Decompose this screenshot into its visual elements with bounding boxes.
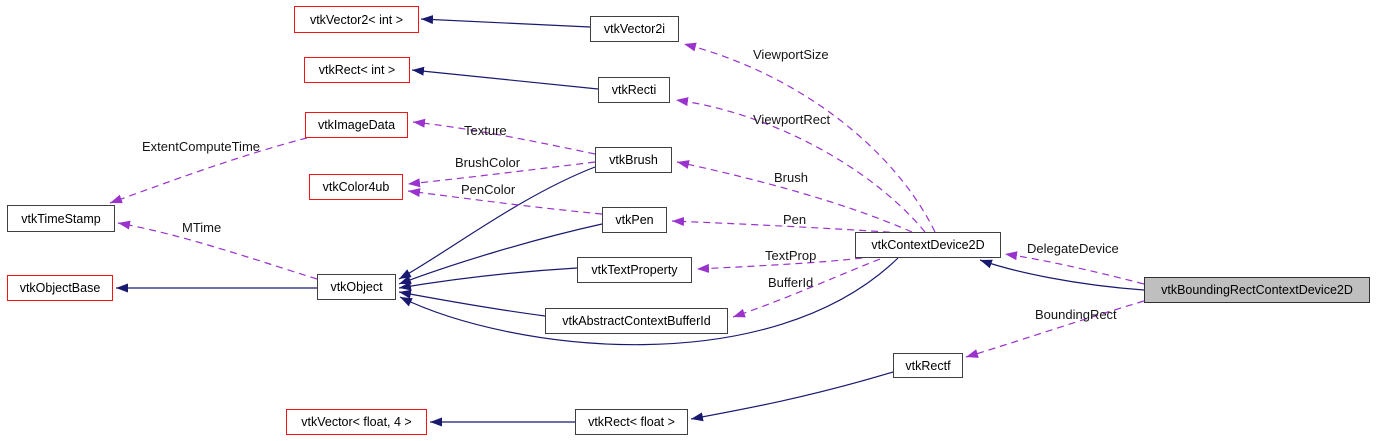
- edge-label-pencolor: PenColor: [461, 182, 516, 197]
- node-label: vtkVector2i: [603, 22, 666, 36]
- node-label: vtkRect< float >: [588, 415, 675, 429]
- node-vtkTextProperty[interactable]: vtkTextProperty: [577, 257, 692, 283]
- node-vtkBoundingRectContextDevice2D: vtkBoundingRectContextDevice2D: [1144, 277, 1370, 303]
- node-label: vtkVector< float, 4 >: [301, 415, 412, 429]
- edge-label-textprop: TextProp: [765, 248, 817, 263]
- node-vtkPen[interactable]: vtkPen: [602, 207, 667, 233]
- node-label: vtkBrush: [609, 153, 658, 167]
- node-label: vtkAbstractContextBufferId: [562, 314, 711, 328]
- edge-label-pen: Pen: [783, 212, 807, 227]
- node-label: vtkRectf: [905, 358, 951, 373]
- node-vtkBrush[interactable]: vtkBrush: [595, 147, 672, 173]
- node-vtkRect-int[interactable]: vtkRect< int >: [304, 57, 410, 83]
- edge-usage-pencolor: [407, 188, 603, 215]
- edge-label-brush: Brush: [774, 170, 808, 185]
- node-vtkVector2i[interactable]: vtkVector2i: [590, 16, 679, 42]
- edge-label-viewportsize: ViewportSize: [753, 47, 829, 62]
- node-label: vtkTextProperty: [591, 263, 678, 277]
- edge-usage-boundingrect: [965, 300, 1145, 358]
- edge-label-brushcolor: BrushColor: [455, 155, 521, 170]
- node-label: vtkPen: [615, 213, 654, 227]
- edge-usage-viewportsize: [683, 42, 936, 233]
- node-label: vtkRect< int >: [318, 63, 396, 77]
- edge-usage-brushcolor: [407, 161, 596, 188]
- node-label: vtkRecti: [611, 83, 657, 97]
- node-label: vtkObjectBase: [19, 281, 101, 295]
- node-vtkObjectBase[interactable]: vtkObjectBase: [7, 275, 113, 301]
- edge-inheritance-vtkPen-to-vtkObject: [398, 223, 603, 285]
- edge-label-bufferid: BufferId: [768, 275, 814, 290]
- edge-inheritance-vtkRectf-to-vtkRect-float: [690, 371, 894, 422]
- edge-usage-viewportrect: [675, 97, 926, 233]
- edge-usage-extentcomputetime: [109, 137, 308, 204]
- node-vtkTimeStamp[interactable]: vtkTimeStamp: [7, 205, 115, 232]
- node-vtkRecti[interactable]: vtkRecti: [598, 77, 670, 103]
- node-vtkColor4ub[interactable]: vtkColor4ub: [309, 174, 403, 200]
- node-label: vtkColor4ub: [322, 180, 390, 194]
- edge-usage-textprop: [696, 257, 863, 273]
- edge-inheritance-vtkBrush-to-vtkObject: [398, 166, 596, 280]
- edge-usage-brush: [676, 160, 913, 233]
- node-label: vtkVector2< int >: [309, 12, 404, 27]
- edge-inheritance-vtkVector2i-to-vtkVector2-int: [420, 15, 591, 28]
- node-label: vtkContextDevice2D: [871, 238, 985, 252]
- node-label: vtkTimeStamp: [21, 211, 101, 226]
- node-label: vtkImageData: [317, 118, 396, 132]
- edge-label-mtime: MTime: [182, 220, 222, 235]
- edge-usage-pen: [671, 217, 903, 234]
- edge-usage-mtime: [117, 220, 318, 280]
- node-vtkContextDevice2D[interactable]: vtkContextDevice2D: [855, 232, 1001, 258]
- edge-inheritance-vtkContextDevice2D-to-vtkObject: [399, 257, 899, 346]
- edge-label-viewportrect: ViewportRect: [753, 112, 831, 127]
- node-label: vtkBoundingRectContextDevice2D: [1161, 283, 1353, 297]
- node-vtkVector2-int[interactable]: vtkVector2< int >: [294, 6, 419, 33]
- node-vtkVector-float-4[interactable]: vtkVector< float, 4 >: [286, 409, 427, 435]
- edge-label-extentcomputetime: ExtentComputeTime: [142, 139, 261, 154]
- edge-label-boundingrect: BoundingRect: [1035, 307, 1117, 322]
- node-vtkObject[interactable]: vtkObject: [317, 274, 396, 300]
- edge-inheritance-vtkBoundingRectContextDevice2D-to-vtkContextDevice2D: [979, 259, 1145, 291]
- edge-inheritance-vtkTextProperty-to-vtkObject: [398, 267, 578, 291]
- node-vtkRect-float[interactable]: vtkRect< float >: [575, 409, 688, 435]
- edge-label-texture: Texture: [464, 123, 507, 138]
- edge-usage-bufferid: [732, 258, 881, 318]
- edge-inheritance-vtkAbstractContextBufferId-to-vtkObject: [398, 289, 546, 317]
- node-vtkRectf[interactable]: vtkRectf: [893, 353, 963, 378]
- node-label: vtkObject: [330, 280, 383, 294]
- node-vtkAbstractContextBufferId[interactable]: vtkAbstractContextBufferId: [545, 308, 728, 334]
- node-vtkImageData[interactable]: vtkImageData: [305, 112, 408, 138]
- edge-inheritance-vtkRecti-to-vtkRect-int: [411, 66, 599, 90]
- edge-usage-delegatedevice: [1004, 251, 1145, 285]
- edge-label-delegatedevice: DelegateDevice: [1027, 241, 1119, 256]
